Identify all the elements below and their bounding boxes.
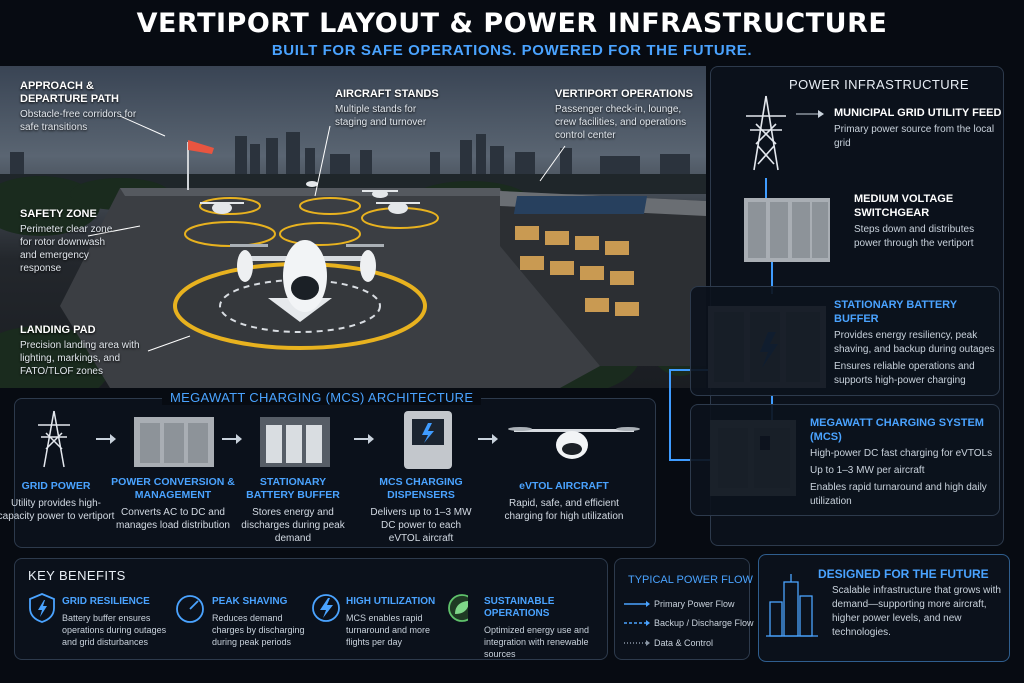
callout-operations-text: Passenger check-in, lounge, crew facilit… [555,104,687,141]
evtol-icon [508,427,640,459]
mcs-step-dispensers-text: Delivers up to 1–3 MW DC power to each e… [370,507,472,544]
callout-approach: APPROACH & DEPARTURE PATH Obstacle-free … [20,80,140,134]
callout-safety: SAFETY ZONE Perimeter clear zone for rot… [20,208,120,275]
key-benefits-panel [14,558,608,660]
power-infrastructure-title: POWER INFRASTRUCTURE [789,77,969,92]
pi-switchgear-heading: MEDIUM VOLTAGE SWITCHGEAR [854,193,954,219]
benefit-peak-shaving-text: Reduces demand charges by discharging du… [212,613,305,647]
mcs-step-dispensers: MCS CHARGING DISPENSERS Delivers up to 1… [366,476,476,545]
callout-stands-text: Multiple stands for staging and turnover [335,104,427,128]
future-text: Scalable infrastructure that grows with … [832,585,1001,638]
grid-power-icon [38,410,70,468]
mcs-step-conversion: POWER CONVERSION & MANAGEMENT Converts A… [111,476,235,532]
mcs-architecture-title: MEGAWATT CHARGING (MCS) ARCHITECTURE [162,390,482,405]
shield-bolt-icon [29,593,55,623]
future-heading: DESIGNED FOR THE FUTURE [818,567,989,581]
benefit-peak-shaving: PEAK SHAVING Reduces demand charges by d… [212,596,308,648]
benefit-sustainable-heading: SUSTAINABLE OPERATIONS [484,596,555,619]
mcs-step-conversion-text: Converts AC to DC and manages load distr… [116,507,230,531]
flow-item-primary: Primary Power Flow [654,599,735,609]
mcs-dispenser-icon [404,411,452,469]
flow-item-backup: Backup / Discharge Flow [654,618,754,628]
mcs-step-battery-text: Stores energy and discharges during peak… [241,507,345,544]
windsock [188,140,214,154]
pi-grid-item: MUNICIPAL GRID UTILITY FEED Primary powe… [834,106,1004,151]
mcs-step-conversion-heading: POWER CONVERSION & MANAGEMENT [111,476,235,501]
vertiport-illustration [0,115,706,388]
battery-buffer-card [690,286,1000,396]
legend-lines [624,601,650,646]
pi-switchgear-item: MEDIUM VOLTAGE SWITCHGEAR Steps down and… [854,192,994,251]
battery-buffer-icon [260,417,330,467]
benefit-icons [29,593,468,623]
pi-mcs-text: High-power DC fast charging for eVTOLs [810,448,993,459]
city-skyline [10,132,690,176]
mcs-icons [38,410,640,469]
callout-safety-heading: SAFETY ZONE [20,208,97,220]
callout-safety-text: Perimeter clear zone for rotor downwash … [20,224,113,274]
pi-mcs-heading: MEGAWATT CHARGING SYSTEM (MCS) [810,417,984,443]
flow-item-data: Data & Control [654,638,714,648]
mcs-system-card [690,404,1000,516]
mcs-step-evtol-heading: eVTOL AIRCRAFT [519,480,609,492]
pi-battery-item: STATIONARY BATTERY BUFFER Provides energ… [834,298,998,388]
evtol-main [230,240,384,312]
benefit-high-utilization-text: MCS enables rapid turnaround and more fl… [346,613,431,647]
bolt-circle-icon [312,594,340,622]
switchgear-icon [744,198,830,262]
pi-grid-heading: MUNICIPAL GRID UTILITY FEED [834,107,1002,119]
mcs-step-battery: STATIONARY BATTERY BUFFER Stores energy … [238,476,348,545]
pi-grid-text: Primary power source from the local grid [834,124,995,149]
callout-stands-heading: AIRCRAFT STANDS [335,88,439,100]
benefit-grid-resilience-heading: GRID RESILIENCE [62,596,150,607]
mcs-step-evtol-text: Rapid, safe, and efficient charging for … [504,498,624,522]
flow-arrow-icon [96,434,498,444]
mcs-architecture-panel [14,398,656,548]
mcs-step-grid-heading: GRID POWER [21,480,91,492]
pi-mcs-text3: Enables rapid turnaround and high daily … [810,482,987,507]
benefit-sustainable-text: Optimized energy use and integration wit… [484,625,590,659]
page-title: VERTIPORT LAYOUT & POWER INFRASTRUCTURE [136,8,888,39]
power-conversion-icon [134,417,214,467]
callout-landing: LANDING PAD Precision landing area with … [20,324,150,378]
benefit-grid-resilience: GRID RESILIENCE Battery buffer ensures o… [62,596,172,648]
mcs-step-battery-heading: STATIONARY BATTERY BUFFER [246,476,340,501]
key-benefits-title: KEY BENEFITS [28,568,126,583]
benefit-high-utilization: HIGH UTILIZATION MCS enables rapid turna… [346,596,440,648]
benefit-peak-shaving-heading: PEAK SHAVING [212,596,288,607]
callout-operations-heading: VERTIPORT OPERATIONS [555,88,693,100]
mcs-step-evtol: eVTOL AIRCRAFT Rapid, safe, and efficien… [502,480,626,523]
callout-landing-heading: LANDING PAD [20,324,96,336]
skyline-icon [766,574,818,637]
mcs-step-dispensers-heading: MCS CHARGING DISPENSERS [379,476,463,501]
callout-landing-text: Precision landing area with lighting, ma… [20,340,140,377]
callout-stands: AIRCRAFT STANDS Multiple stands for stag… [335,88,445,129]
parked-aircraft [200,181,420,214]
pi-mcs-item: MEGAWATT CHARGING SYSTEM (MCS) High-powe… [810,416,1002,509]
mcs-step-grid: GRID POWER Utility provides high-capacit… [0,480,116,523]
pi-battery-text2: Ensures reliable operations and supports… [834,361,975,386]
callout-approach-heading: APPROACH & DEPARTURE PATH [20,80,119,105]
page-subtitle: BUILT FOR SAFE OPERATIONS. POWERED FOR T… [271,42,753,59]
benefit-sustainable: SUSTAINABLE OPERATIONS Optimized energy … [484,596,604,660]
benefit-grid-resilience-text: Battery buffer ensures operations during… [62,613,167,647]
benefit-high-utilization-heading: HIGH UTILIZATION [346,596,436,607]
power-flow-title: TYPICAL POWER FLOW [628,574,753,586]
pi-battery-heading: STATIONARY BATTERY BUFFER [834,299,957,325]
mcs-step-grid-text: Utility provides high-capacity power to … [0,498,115,522]
callout-operations: VERTIPORT OPERATIONS Passenger check-in,… [555,88,705,142]
grid-pylon-icon [746,95,786,171]
pi-mcs-text2: Up to 1–3 MW per aircraft [810,465,925,476]
gauge-icon [176,595,204,623]
vertiport-scene: APPROACH & DEPARTURE PATH Obstacle-free … [0,66,706,388]
pi-battery-text: Provides energy resiliency, peak shaving… [834,330,995,355]
callout-approach-text: Obstacle-free corridors for safe transit… [20,109,137,133]
pi-switchgear-text: Steps down and distributes power through… [854,224,975,249]
